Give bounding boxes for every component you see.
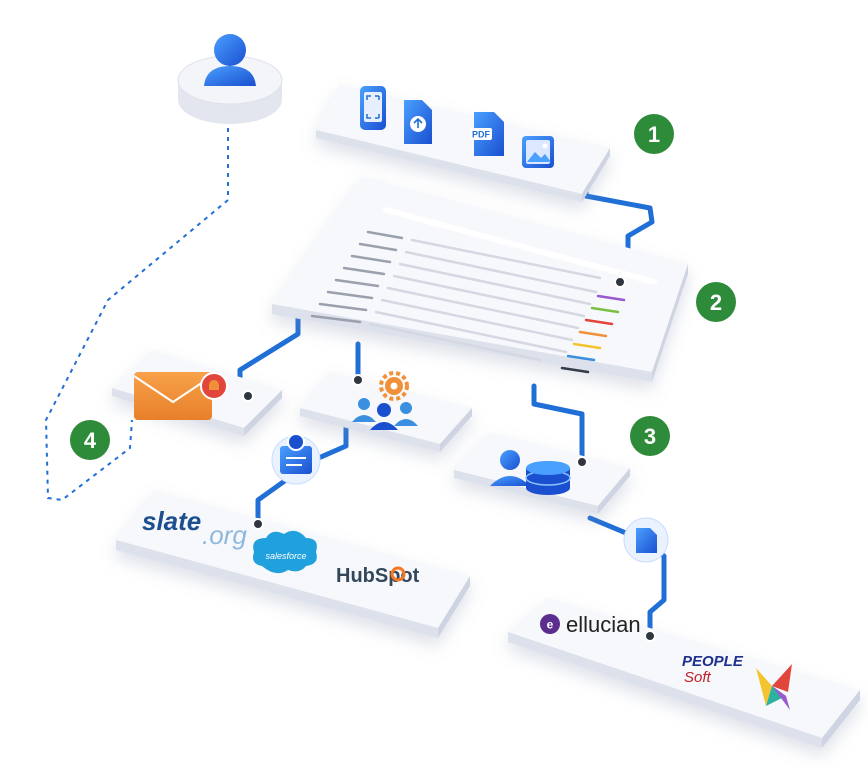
slate-logo-text: slate <box>142 506 201 536</box>
hubspot-logo-text: HubSpot <box>336 565 420 587</box>
step-number-2: 2 <box>710 290 722 315</box>
salesforce-logo-text: salesforce <box>265 551 306 561</box>
connector-node <box>252 518 264 530</box>
connector-node <box>614 276 626 288</box>
connector-node <box>644 630 656 642</box>
phone-scan-icon <box>360 86 386 130</box>
email-notification-icon <box>133 372 228 420</box>
step-badge-2: 2 <box>696 282 736 322</box>
document-lines <box>310 207 657 374</box>
svg-text:e: e <box>547 618 554 632</box>
ellucian-logo: e ellucian <box>540 612 641 637</box>
salesforce-logo: salesforce <box>253 530 317 574</box>
ellucian-logo-text: ellucian <box>566 612 641 637</box>
team-gear-icon <box>352 371 418 430</box>
user-node <box>177 34 283 124</box>
slate-logo-suffix: .org <box>202 520 247 550</box>
peoplesoft-logo-line1: PEOPLE <box>682 653 744 670</box>
connector-2-database <box>531 383 585 463</box>
peoplesoft-logo: PEOPLE Soft <box>682 653 744 686</box>
connector-node <box>576 456 588 468</box>
user-database-icon <box>490 450 571 495</box>
connector-node <box>242 390 254 402</box>
butterfly-logo <box>756 664 792 710</box>
step-number-4: 4 <box>84 428 97 453</box>
slate-logo: slate .org <box>142 506 247 550</box>
step-badge-3: 3 <box>630 416 670 456</box>
peoplesoft-logo-line2: Soft <box>684 669 712 686</box>
step-number-3: 3 <box>644 424 656 449</box>
step-badge-1: 1 <box>634 114 674 154</box>
step-badge-4: 4 <box>70 420 110 460</box>
connector-node <box>352 374 364 386</box>
image-file-icon <box>522 136 554 168</box>
pdf-file-icon: PDF <box>470 112 504 156</box>
user-icon <box>204 34 256 86</box>
document-panel <box>272 176 688 382</box>
document-upload-icon <box>404 100 432 144</box>
step-number-1: 1 <box>648 122 660 147</box>
profile-card-icon <box>271 433 321 485</box>
document-transfer-icon <box>623 517 669 563</box>
pdf-label: PDF <box>472 130 491 140</box>
hubspot-logo: HubSpot <box>336 565 420 587</box>
